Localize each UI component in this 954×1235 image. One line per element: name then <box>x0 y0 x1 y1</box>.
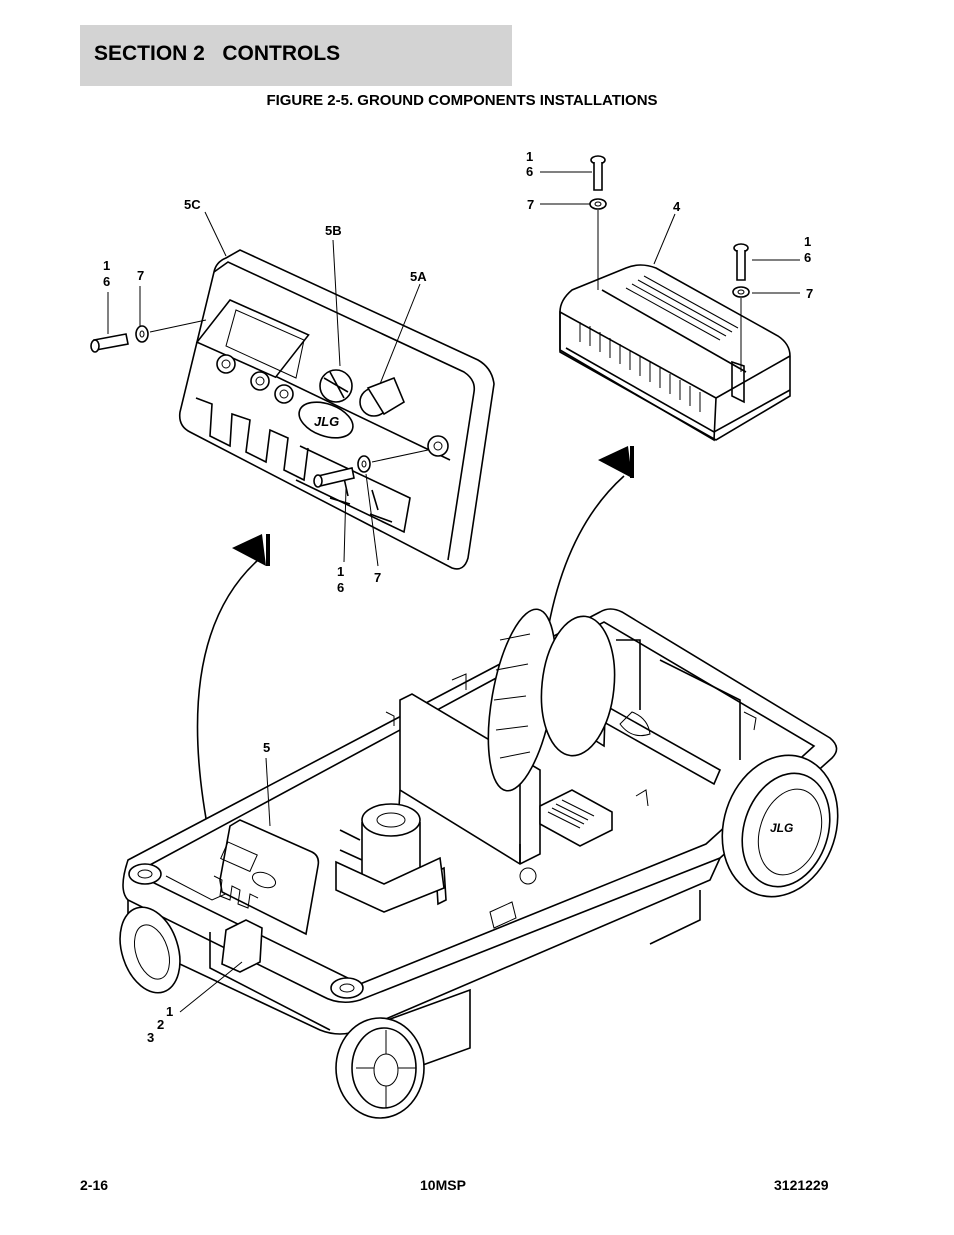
footer-page-number: 2-16 <box>80 1177 109 1193</box>
callout-6-right: 6 <box>804 250 812 265</box>
callout-7-left: 7 <box>137 268 145 283</box>
callout-5c: 5C <box>184 197 201 212</box>
footer-doc-number: 3121229 <box>774 1177 829 1193</box>
callout-1-right: 1 <box>804 234 812 249</box>
callout-7-right: 7 <box>806 286 814 301</box>
callout-6-left: 6 <box>103 274 111 289</box>
machine-chassis: JLG <box>119 608 839 1119</box>
callout-7-top: 7 <box>527 197 535 212</box>
jlg-logo-control-box: JLG <box>314 414 339 429</box>
callout-1-top: 1 <box>526 149 534 164</box>
section-header-band: SECTION 2 CONTROLS <box>80 25 512 86</box>
callout-1-mid: 1 <box>337 564 345 579</box>
footer-model: 10MSP <box>420 1177 466 1193</box>
callout-1-left: 1 <box>103 258 111 273</box>
figure-title: FIGURE 2-5. GROUND COMPONENTS INSTALLATI… <box>266 92 658 109</box>
callout-5: 5 <box>263 740 271 755</box>
callout-5b: 5B <box>325 223 342 238</box>
callout-5a: 5A <box>410 269 427 284</box>
fastener-screws-power-module <box>589 155 750 372</box>
callout-leader-lines <box>107 171 800 1013</box>
power-module-exploded <box>559 264 791 442</box>
callout-6-mid: 6 <box>337 580 345 595</box>
callout-1-base: 1 <box>166 1004 174 1019</box>
control-box-exploded: JLG <box>178 249 495 570</box>
callout-3-base: 3 <box>147 1030 155 1045</box>
callout-4: 4 <box>673 199 681 214</box>
callout-2-base: 2 <box>157 1017 165 1032</box>
callout-7-mid: 7 <box>374 570 382 585</box>
jlg-logo-wheel: JLG <box>770 821 793 835</box>
section-title: SECTION 2 CONTROLS <box>94 42 341 65</box>
callout-6-top: 6 <box>526 164 534 179</box>
fastener-screws-control-box <box>90 319 429 488</box>
